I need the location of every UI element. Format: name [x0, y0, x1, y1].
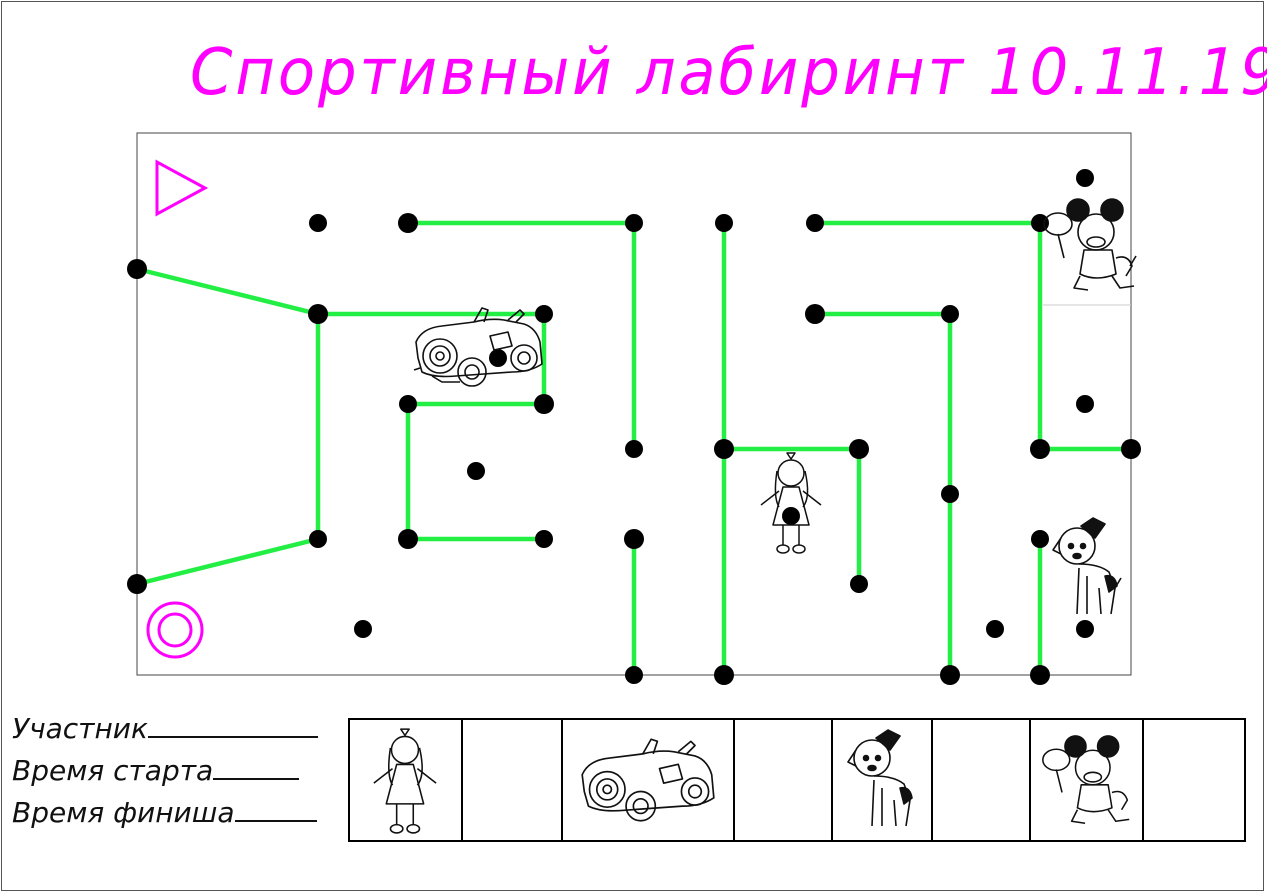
mickey-mouse-icon — [1041, 735, 1129, 824]
dot — [850, 575, 868, 593]
dot — [625, 440, 643, 458]
dot — [625, 214, 643, 232]
start-time-blank[interactable] — [213, 750, 300, 780]
doll-icon — [372, 728, 437, 834]
participant-line: Участник — [12, 708, 342, 750]
dot — [1030, 439, 1050, 459]
double-circle-finish-icon — [146, 601, 204, 659]
finish-time-blank[interactable] — [234, 792, 317, 822]
mickey-mouse-icon — [1043, 198, 1137, 291]
participant-form: Участник Время старта Время финиша — [12, 708, 342, 834]
dot — [941, 305, 959, 323]
triangle-start-icon — [155, 159, 209, 217]
dot — [782, 507, 800, 525]
dot — [940, 665, 960, 685]
dot — [535, 305, 553, 323]
dot — [309, 530, 327, 548]
start-time-line: Время старта — [12, 750, 342, 792]
dot — [986, 620, 1004, 638]
dot — [849, 439, 869, 459]
dot — [1030, 665, 1050, 685]
answer-cell-mickey[interactable] — [1031, 720, 1144, 840]
puppy-icon — [847, 729, 913, 827]
dot — [1076, 620, 1094, 638]
answer-cell-puppy[interactable] — [833, 720, 933, 840]
dot — [398, 529, 418, 549]
dot — [127, 574, 147, 594]
finish-time-label: Время финиша — [12, 796, 235, 829]
dot — [127, 259, 147, 279]
answer-card — [348, 718, 1246, 842]
dot — [489, 349, 507, 367]
dot — [308, 304, 328, 324]
dot — [714, 439, 734, 459]
dot — [1031, 530, 1049, 548]
answer-cell-empty[interactable] — [933, 720, 1031, 840]
puppy-icon — [1052, 517, 1122, 615]
dot — [398, 213, 418, 233]
start-time-label: Время старта — [12, 754, 214, 787]
participant-blank[interactable] — [147, 708, 318, 738]
answer-cell-car[interactable] — [563, 720, 735, 840]
path-top-right — [812, 220, 1134, 452]
dot — [467, 462, 485, 480]
control-points — [127, 169, 1141, 685]
vintage-car-icon — [581, 738, 715, 822]
dot — [625, 666, 643, 684]
path-left-outer — [134, 311, 321, 587]
dot — [1121, 439, 1141, 459]
dot — [309, 214, 327, 232]
dot — [534, 394, 554, 414]
answer-cell-empty[interactable] — [735, 720, 833, 840]
finish-time-line: Время финиша — [12, 792, 342, 834]
path-right-middle — [812, 311, 953, 678]
dot — [624, 529, 644, 549]
dot — [714, 665, 734, 685]
path-top-left — [405, 220, 637, 452]
vintage-car-icon — [413, 307, 543, 387]
participant-label: Участник — [12, 712, 148, 745]
dot — [1076, 395, 1094, 413]
dot — [535, 530, 553, 548]
dot — [354, 620, 372, 638]
path-left-inner — [134, 266, 547, 542]
dot — [941, 485, 959, 503]
answer-cell-doll[interactable] — [350, 720, 463, 840]
dot — [805, 304, 825, 324]
dot — [806, 214, 824, 232]
dot — [399, 395, 417, 413]
dot — [1076, 169, 1094, 187]
dot — [715, 214, 733, 232]
answer-cell-empty[interactable] — [463, 720, 563, 840]
answer-cell-empty[interactable] — [1144, 720, 1244, 840]
page-title: Спортивный лабиринт 10.11.19 — [190, 36, 1267, 110]
doll-icon — [760, 452, 822, 554]
